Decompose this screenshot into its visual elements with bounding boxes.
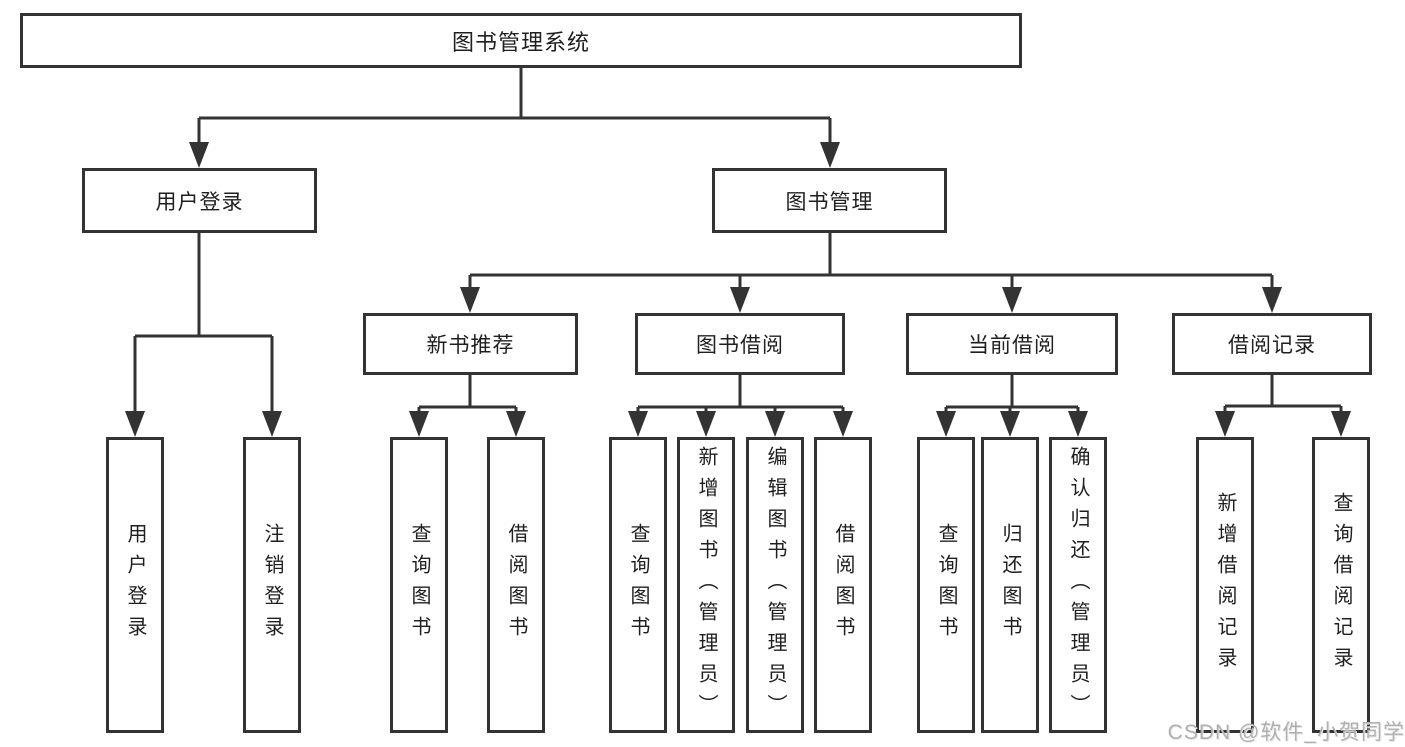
node-borrow-records: 借阅记录	[1172, 313, 1372, 375]
node-leaf-query-books-borrow: 查询图书	[609, 437, 667, 733]
node-leaf-return-books-label: 归还图书	[999, 523, 1021, 647]
node-leaf-add-borrow-record-label: 新增借阅记录	[1214, 492, 1236, 678]
node-leaf-borrow-books-label: 借阅图书	[832, 523, 854, 647]
node-borrow-records-label: 借阅记录	[1228, 334, 1316, 357]
node-leaf-borrow-books-rec-label: 借阅图书	[505, 523, 527, 647]
node-leaf-add-books-label: 新增图书（管理员）	[695, 445, 717, 725]
node-leaf-add-borrow-record: 新增借阅记录	[1196, 437, 1254, 733]
node-leaf-query-books-current-label: 查询图书	[935, 523, 957, 647]
node-leaf-user-login-label: 用户登录	[124, 523, 146, 647]
node-leaf-query-books-borrow-label: 查询图书	[627, 523, 649, 647]
node-user-login: 用户登录	[82, 168, 317, 233]
node-leaf-edit-books: 编辑图书（管理员）	[746, 437, 804, 733]
connector-new-book-rec-children	[409, 375, 526, 437]
node-new-book-rec: 新书推荐	[363, 313, 578, 375]
node-root-label: 图书管理系统	[451, 29, 590, 55]
node-book-borrow-label: 图书借阅	[696, 334, 784, 357]
node-book-borrow: 图书借阅	[635, 313, 845, 375]
node-leaf-user-login: 用户登录	[106, 437, 164, 733]
node-leaf-borrow-books-rec: 借阅图书	[487, 437, 545, 733]
node-leaf-query-borrow-record-label: 查询借阅记录	[1330, 492, 1352, 678]
node-leaf-confirm-return: 确认归还（管理员）	[1049, 437, 1107, 733]
node-leaf-logout: 注销登录	[243, 437, 301, 733]
node-leaf-return-books: 归还图书	[981, 437, 1039, 733]
node-current-borrow: 当前借阅	[906, 313, 1118, 375]
node-leaf-borrow-books: 借阅图书	[814, 437, 872, 733]
node-leaf-query-books-rec: 查询图书	[390, 437, 448, 733]
node-leaf-edit-books-label: 编辑图书（管理员）	[764, 445, 786, 725]
node-current-borrow-label: 当前借阅	[968, 334, 1056, 357]
connector-current-borrow-children	[936, 375, 1088, 437]
connector-user-login-children	[125, 233, 282, 437]
connector-borrow-records-children	[1215, 375, 1351, 437]
node-leaf-query-books-rec-label: 查询图书	[408, 523, 430, 647]
node-new-book-rec-label: 新书推荐	[426, 334, 515, 357]
connector-book-borrow-children	[628, 375, 853, 437]
node-book-mgmt-label: 图书管理	[785, 190, 874, 214]
node-leaf-add-books: 新增图书（管理员）	[677, 437, 735, 733]
node-leaf-query-books-current: 查询图书	[917, 437, 975, 733]
node-leaf-query-borrow-record: 查询借阅记录	[1312, 437, 1370, 733]
csdn-watermark: CSDN @软件_小贺同学	[1167, 721, 1405, 744]
node-user-login-label: 用户登录	[155, 190, 244, 214]
node-leaf-logout-label: 注销登录	[261, 523, 283, 647]
connector-root-to-level2	[189, 68, 840, 168]
connector-book-mgmt-children	[460, 233, 1282, 313]
node-leaf-confirm-return-label: 确认归还（管理员）	[1067, 445, 1089, 725]
node-root: 图书管理系统	[20, 13, 1022, 68]
node-book-mgmt: 图书管理	[712, 168, 947, 233]
